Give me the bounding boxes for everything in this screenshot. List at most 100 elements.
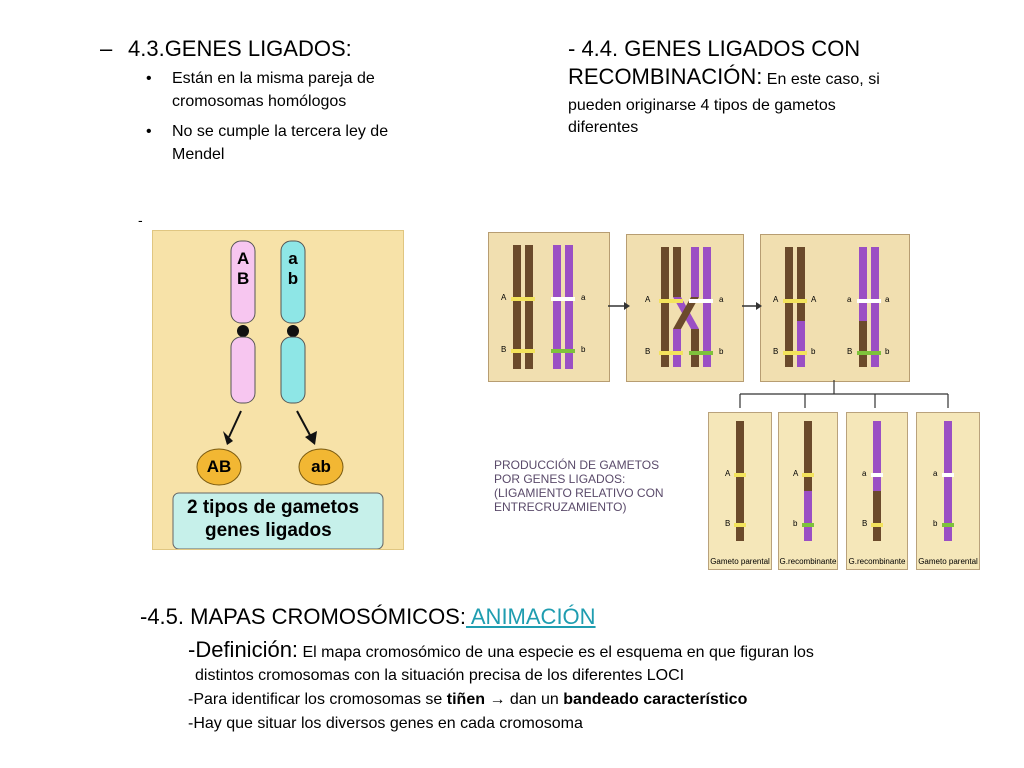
staining-line: -Para identificar los cromosomas se tiñe… <box>188 690 747 709</box>
stage3-label-rb: B <box>847 347 853 356</box>
stage-1-svg <box>511 245 575 369</box>
gamete-box-3: a B G.recombinante <box>846 412 908 570</box>
stage1-band-b2 <box>551 349 575 353</box>
stage2-label-lt: A <box>645 295 651 304</box>
stage3-brown-1 <box>785 247 793 367</box>
arrowhead-stage1-2 <box>624 302 630 310</box>
gamete-4-label: Gameto parental <box>918 557 978 566</box>
stage2-cross-2 <box>673 297 699 329</box>
gamete-1-band-top <box>734 473 746 477</box>
chromosome-1-upper <box>230 240 256 324</box>
gamete-3-label: G.recombinante <box>848 557 906 566</box>
caption-line-2: POR GENES LIGADOS: <box>494 472 626 486</box>
left-heading-dash: – <box>100 36 113 61</box>
stage3-band-b <box>783 351 807 355</box>
chrom1-allele-bottom: B <box>237 269 250 288</box>
definition-line2: distintos cromosomas con la situación pr… <box>195 667 685 684</box>
gamete-2-band-bottom <box>802 523 814 527</box>
chrom1-allele-top: A <box>237 249 250 268</box>
section-4-5-title: -4.5. MAPAS CROMOSÓMICOS: <box>140 604 466 629</box>
connector-lines <box>608 302 949 408</box>
chromosome-diagram <box>172 240 384 550</box>
definition-line: -Definición: El mapa cromosómico de una … <box>188 637 814 663</box>
stage3-label-mb: b <box>811 347 816 356</box>
caption-line-1: PRODUCCIÓN DE GAMETOS <box>494 458 660 472</box>
gamete-box-4: a b Gameto parental <box>916 412 980 570</box>
gamete-lower-circle <box>298 448 344 486</box>
stage1-label-rb: b <box>581 345 586 354</box>
gamete-4-svg <box>942 421 954 541</box>
linked-genes-figure: - A B a b AB ab 2 tipos de gameto <box>138 212 404 550</box>
arrow-1-line <box>228 410 242 438</box>
gamete-2-band-top <box>802 473 814 477</box>
centromere-2 <box>287 325 299 337</box>
stage2-brown-left <box>661 247 669 367</box>
left-item-1-line2: cromosomas homólogos <box>172 93 347 110</box>
stage2-band-a2 <box>689 299 713 303</box>
stage1-band-a <box>511 297 535 301</box>
gamete-ab-circle <box>196 448 242 486</box>
recombinacion-desc: En este caso, si <box>762 71 880 88</box>
stage3-band-a2 <box>857 299 881 303</box>
stage1-label-lt: A <box>501 293 507 302</box>
stage-panel-3: A B A b a a B b <box>760 234 910 382</box>
stage-panel-1: A B a b <box>488 232 610 382</box>
recombinacion-label: RECOMBINACIÓN: <box>568 64 763 89</box>
stage1-brown-right <box>525 245 533 369</box>
stage3-label-rb2: b <box>885 347 890 356</box>
stage3-band-a <box>783 299 807 303</box>
gamete-3-band-top <box>871 473 883 477</box>
caption-line-4: ENTRECRUZAMIENTO) <box>494 500 627 514</box>
arrow-2-line <box>296 410 312 438</box>
stage2-label-lb: B <box>645 347 651 356</box>
gamete-3-allele-bottom: B <box>862 519 868 528</box>
genes-line: -Hay que situar los diversos genes en ca… <box>188 715 583 732</box>
left-bullet-1: • <box>146 70 152 87</box>
stage1-purple-left <box>553 245 561 369</box>
stage3-purple-2 <box>871 247 879 367</box>
left-item-2-line1: No se cumple la tercera ley de <box>172 123 389 140</box>
left-item-1-line1: Están en la misma pareja de <box>172 70 375 87</box>
stage3-label-rt2: a <box>885 295 890 304</box>
definition-text: El mapa cromosómico de una especie es el… <box>298 644 814 661</box>
gamete-3-band-bottom <box>871 523 883 527</box>
caption-line1: 2 tipos de gametos <box>187 497 360 518</box>
gamete-2-chromosome-bottom <box>804 491 812 541</box>
figure-background: A B a b AB ab 2 tipos de gametos genes l… <box>152 230 404 550</box>
chromosome-2-upper <box>280 240 306 324</box>
gamete-2-chromosome-top <box>804 421 812 491</box>
stage2-label-rb: b <box>719 347 724 356</box>
left-bullet-2: • <box>146 123 152 140</box>
right-heading-line3: pueden originarse 4 tipos de gametos <box>568 97 836 114</box>
right-heading-line4: diferentes <box>568 119 639 136</box>
gamete-1-allele-top: A <box>725 469 731 478</box>
animacion-link[interactable]: ANIMACIÓN <box>465 604 596 629</box>
gamete-4-allele-top: a <box>933 469 938 478</box>
stage3-purple-1 <box>859 247 867 367</box>
stage-3-svg <box>783 247 881 367</box>
chromosome-1-lower <box>230 336 256 404</box>
gamete-1-svg <box>734 421 746 541</box>
gamete-2-label: G.recombinante <box>779 557 837 566</box>
centromere-1 <box>237 325 249 337</box>
stage1-purple-right <box>565 245 573 369</box>
gamete-1-label: Gameto parental <box>710 557 770 566</box>
arrow-1-head <box>223 431 233 445</box>
staining-bold-bandeado: bandeado característico <box>563 691 748 708</box>
stage2-brown-right-top <box>673 247 681 297</box>
stage2-band-b <box>659 351 683 355</box>
stage3-label-lt: A <box>773 295 779 304</box>
right-heading-line1: - 4.4. GENES LIGADOS CON <box>568 36 861 61</box>
gamete-3-svg <box>871 421 883 541</box>
gamete-2-allele-bottom: b <box>793 519 798 528</box>
stage2-purple-left-top <box>691 247 699 297</box>
chrom2-allele-top: a <box>288 249 298 268</box>
stage-2-svg <box>659 247 713 367</box>
stage3-purple-1b <box>859 321 867 367</box>
stage2-band-a <box>659 299 683 303</box>
gamete-2-allele-top: A <box>793 469 799 478</box>
stage3-brown-2b <box>797 321 805 367</box>
stage2-purple-right <box>703 247 711 367</box>
stage1-label-rt: a <box>581 293 586 302</box>
figure-dash: - <box>138 212 143 228</box>
